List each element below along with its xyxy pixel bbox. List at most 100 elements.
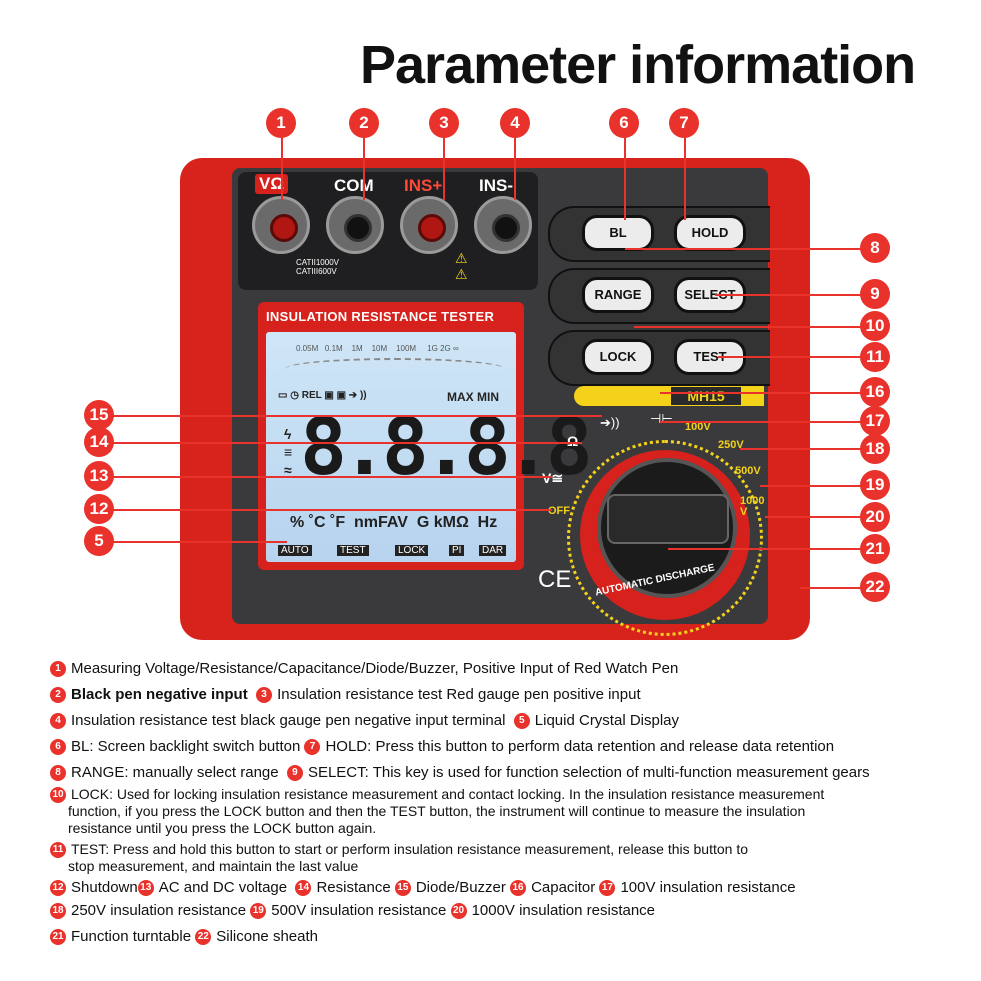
legend-number: 19 bbox=[250, 903, 267, 919]
range-button[interactable]: RANGE bbox=[582, 277, 654, 313]
dial-ohm: Ω bbox=[567, 433, 579, 449]
dial-1000v: 1000 V bbox=[740, 495, 765, 518]
callout-line bbox=[668, 548, 865, 550]
legend-number: 5 bbox=[513, 713, 530, 729]
model-label: MH15 bbox=[670, 386, 742, 406]
legend-text: 100V insulation resistance bbox=[620, 879, 796, 896]
callout-line bbox=[765, 516, 865, 518]
callout-line bbox=[660, 392, 865, 394]
legend-text: Insulation resistance test Red gauge pen… bbox=[277, 686, 641, 703]
scale-tick: 1G bbox=[427, 344, 438, 353]
legend-text: Resistance bbox=[316, 879, 391, 896]
jack-ins-minus[interactable] bbox=[474, 196, 532, 254]
knob-grip[interactable] bbox=[607, 494, 729, 544]
callout-2: 2 bbox=[349, 108, 379, 138]
legend-text: BL: Screen backlight switch button bbox=[71, 738, 301, 755]
scale-tick: 2G bbox=[440, 344, 451, 353]
legend-number: 20 bbox=[450, 903, 467, 919]
callout-line bbox=[112, 442, 582, 444]
callout-10: 10 bbox=[860, 311, 890, 341]
legend-text: Measuring Voltage/Resistance/Capacitance… bbox=[71, 660, 679, 677]
scale-tick: 1M bbox=[351, 344, 363, 353]
callout-5: 5 bbox=[84, 526, 114, 556]
callout-6: 6 bbox=[609, 108, 639, 138]
callout-line bbox=[112, 541, 287, 543]
jack-label-ins-plus: INS+ bbox=[404, 176, 443, 195]
legend-number: 9 bbox=[286, 765, 303, 781]
callout-17: 17 bbox=[860, 406, 890, 436]
lcd-rel: ▭ ◷ REL ▣ ▣ ➔ )) bbox=[278, 390, 367, 401]
scale-tick: 0.1M bbox=[324, 344, 343, 353]
legend-number: 18 bbox=[50, 903, 66, 919]
callout-1: 1 bbox=[266, 108, 296, 138]
dial-250v: 250V bbox=[718, 439, 744, 451]
cat-rating-1: CATII1000V bbox=[296, 258, 339, 267]
jack-com[interactable] bbox=[326, 196, 384, 254]
lcd-scale: 0.05M 0.1M 1M 10M 100M 1G 2G ∞ bbox=[296, 344, 511, 353]
lcd-bargraph bbox=[285, 358, 505, 380]
lcd-pi: PI bbox=[449, 545, 465, 556]
jack-ins-plus[interactable] bbox=[400, 196, 458, 254]
legend-number: 4 bbox=[50, 713, 66, 729]
legend-number: 8 bbox=[50, 765, 66, 781]
legend-number: 7 bbox=[304, 739, 321, 755]
legend-number: 21 bbox=[50, 929, 66, 945]
callout-11: 11 bbox=[860, 342, 890, 372]
jack-vohm[interactable] bbox=[252, 196, 310, 254]
legend-number: 10 bbox=[50, 787, 66, 803]
test-button[interactable]: TEST bbox=[674, 339, 746, 375]
legend-number: 1 bbox=[50, 661, 66, 677]
legend-text: Liquid Crystal Display bbox=[534, 712, 680, 729]
lock-button[interactable]: LOCK bbox=[582, 339, 654, 375]
legend-number: 13 bbox=[137, 880, 154, 896]
dial-scale bbox=[567, 440, 763, 636]
lcd-lock: LOCK bbox=[395, 545, 429, 556]
legend-text: 250V insulation resistance bbox=[71, 902, 247, 919]
lcd-side-icons: ϟ≡≈ bbox=[284, 426, 293, 478]
callout-15: 15 bbox=[84, 400, 114, 430]
callout-line bbox=[363, 130, 365, 200]
callout-line bbox=[660, 421, 865, 423]
lcd-units-elec: nmFAV bbox=[354, 514, 408, 531]
bl-button[interactable]: BL bbox=[582, 215, 654, 251]
callout-line bbox=[514, 130, 516, 200]
callout-line bbox=[718, 356, 865, 358]
legend-text: resistance until you press the LOCK butt… bbox=[68, 820, 377, 836]
lcd-units-ohm: G kMΩ bbox=[416, 514, 469, 531]
legend-number: 14 bbox=[295, 880, 312, 896]
lcd-auto: AUTO bbox=[278, 545, 312, 556]
hold-button[interactable]: HOLD bbox=[674, 215, 746, 251]
dial-vac: V≅ bbox=[542, 470, 564, 486]
legend-number: 16 bbox=[510, 880, 527, 896]
legend-number: 3 bbox=[256, 687, 273, 703]
legend-text: AC and DC voltage bbox=[158, 879, 288, 896]
cat-rating: CATII1000V CATIII600V bbox=[296, 258, 339, 276]
callout-13: 13 bbox=[84, 461, 114, 491]
capacitor-icon: ⊣⊢ bbox=[650, 411, 673, 426]
lcd-digits: 8.8.8.8 bbox=[300, 403, 593, 493]
callout-line bbox=[112, 415, 602, 417]
legend-text: Function turntable bbox=[71, 928, 192, 945]
callout-20: 20 bbox=[860, 502, 890, 532]
callout-18: 18 bbox=[860, 434, 890, 464]
scale-tick: 0.05M bbox=[296, 344, 319, 353]
jack-label-com: COM bbox=[334, 176, 374, 195]
callout-line bbox=[715, 294, 865, 296]
legend-number: 12 bbox=[50, 880, 66, 896]
legend-text: 500V insulation resistance bbox=[271, 902, 447, 919]
legend-number: 6 bbox=[50, 739, 66, 755]
legend-number: 15 bbox=[394, 880, 411, 896]
ce-mark: CE bbox=[538, 566, 572, 593]
callout-12: 12 bbox=[84, 494, 114, 524]
legend-item: 10 LOCK: Used for locking insulation resi… bbox=[50, 786, 870, 837]
legend-text: LOCK: Used for locking insulation resist… bbox=[71, 786, 825, 802]
legend-text: HOLD: Press this button to perform data … bbox=[325, 738, 835, 755]
legend-text: TEST: Press and hold this button to star… bbox=[71, 841, 749, 857]
callout-9: 9 bbox=[860, 279, 890, 309]
callout-8: 8 bbox=[860, 233, 890, 263]
